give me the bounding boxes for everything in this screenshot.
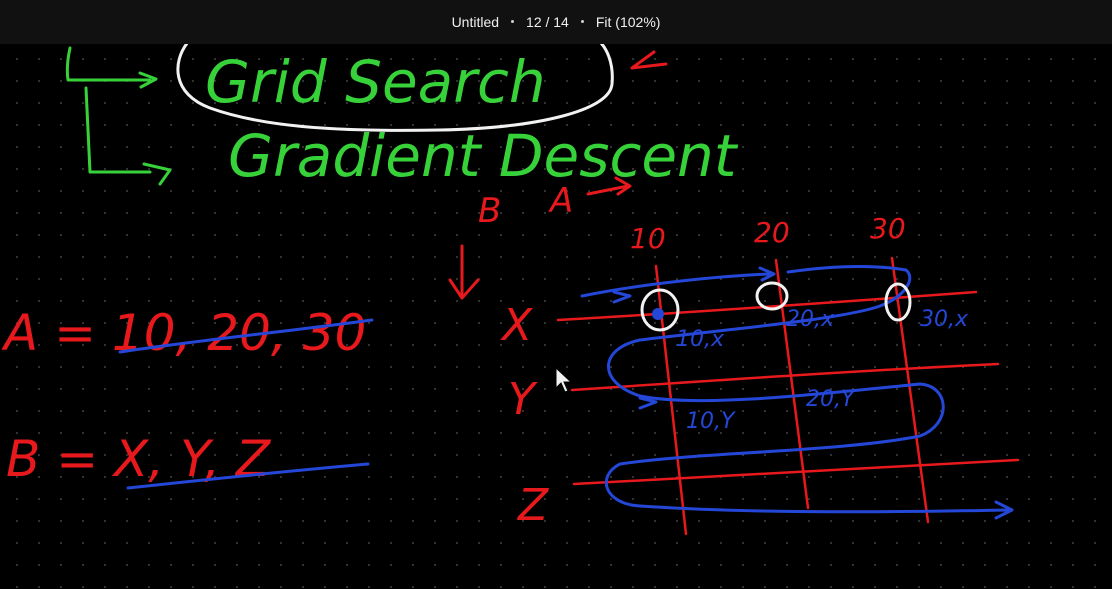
title-bar: Untitled 12 / 14 Fit (102%) [0, 0, 1112, 44]
red-equations-group: A = 10, 20, 30 B = X, Y, Z [1, 304, 374, 490]
grid-row-line [572, 458, 1020, 486]
cell-label-30x: 30,x [920, 307, 969, 332]
red-grid-group: B A 10 20 30 X Y Z [448, 176, 1020, 536]
traversal-arrow-stroke [612, 290, 632, 304]
dot-separator-icon [580, 19, 584, 23]
row-label-y: Y [508, 374, 538, 425]
tree-branch-stroke [84, 86, 172, 186]
arrow-mark-stroke [630, 50, 668, 70]
grid-row-line [570, 362, 1000, 392]
ink-layer: Grid Search Gradient Descent A = 10, 20,… [1, 44, 1020, 536]
intersection-dot [652, 308, 664, 320]
cell-label-20y: 20,Y [806, 387, 856, 412]
tree-branch-stroke [65, 46, 158, 89]
zoom-level[interactable]: Fit (102%) [595, 14, 661, 30]
axis-a-label: A [548, 181, 573, 221]
cell-label-10y: 10,Y [686, 409, 736, 434]
cell-label-10x: 10,x [676, 327, 725, 352]
dot-separator-icon [511, 19, 515, 23]
selection-ellipse-stroke [176, 44, 614, 132]
intersection-circle [755, 281, 789, 311]
gradient-descent-handwriting: Gradient Descent [228, 122, 739, 190]
page-indicator[interactable]: 12 / 14 [526, 14, 569, 30]
grid-row-line [556, 290, 978, 322]
traversal-arrow-stroke [638, 396, 658, 410]
underline-stroke [126, 462, 370, 490]
underline-stroke [118, 318, 374, 354]
intersection-circle [640, 288, 680, 332]
grid-column-line [890, 256, 930, 524]
green-ink-group: Grid Search Gradient Descent [65, 46, 739, 190]
intersection-circle [884, 282, 912, 322]
axis-b-label: B [478, 191, 501, 231]
equation-a-handwriting: A = 10, 20, 30 [1, 304, 366, 362]
equation-b-handwriting: B = X, Y, Z [6, 430, 272, 488]
row-label-z: Z [517, 480, 549, 531]
cell-label-20x: 20,x [786, 307, 835, 332]
grid-column-line [774, 258, 810, 510]
axis-b-arrow-stroke [448, 244, 480, 300]
row-label-x: X [500, 300, 533, 351]
whiteboard-canvas[interactable]: Grid Search Gradient Descent A = 10, 20,… [0, 44, 1112, 589]
mouse-pointer-icon [555, 366, 573, 393]
traversal-path-stroke [580, 264, 1014, 520]
column-label-20: 20 [754, 216, 790, 249]
column-label-30: 30 [870, 212, 906, 245]
blue-traversal-group: 10,x 20,x 30,x 10,Y 20,Y [580, 264, 1014, 520]
grid-search-handwriting: Grid Search [205, 48, 546, 116]
axis-a-arrow-stroke [586, 176, 632, 196]
column-label-10: 10 [630, 222, 666, 255]
circled-intersections-group [640, 281, 912, 332]
document-title[interactable]: Untitled [451, 14, 500, 30]
